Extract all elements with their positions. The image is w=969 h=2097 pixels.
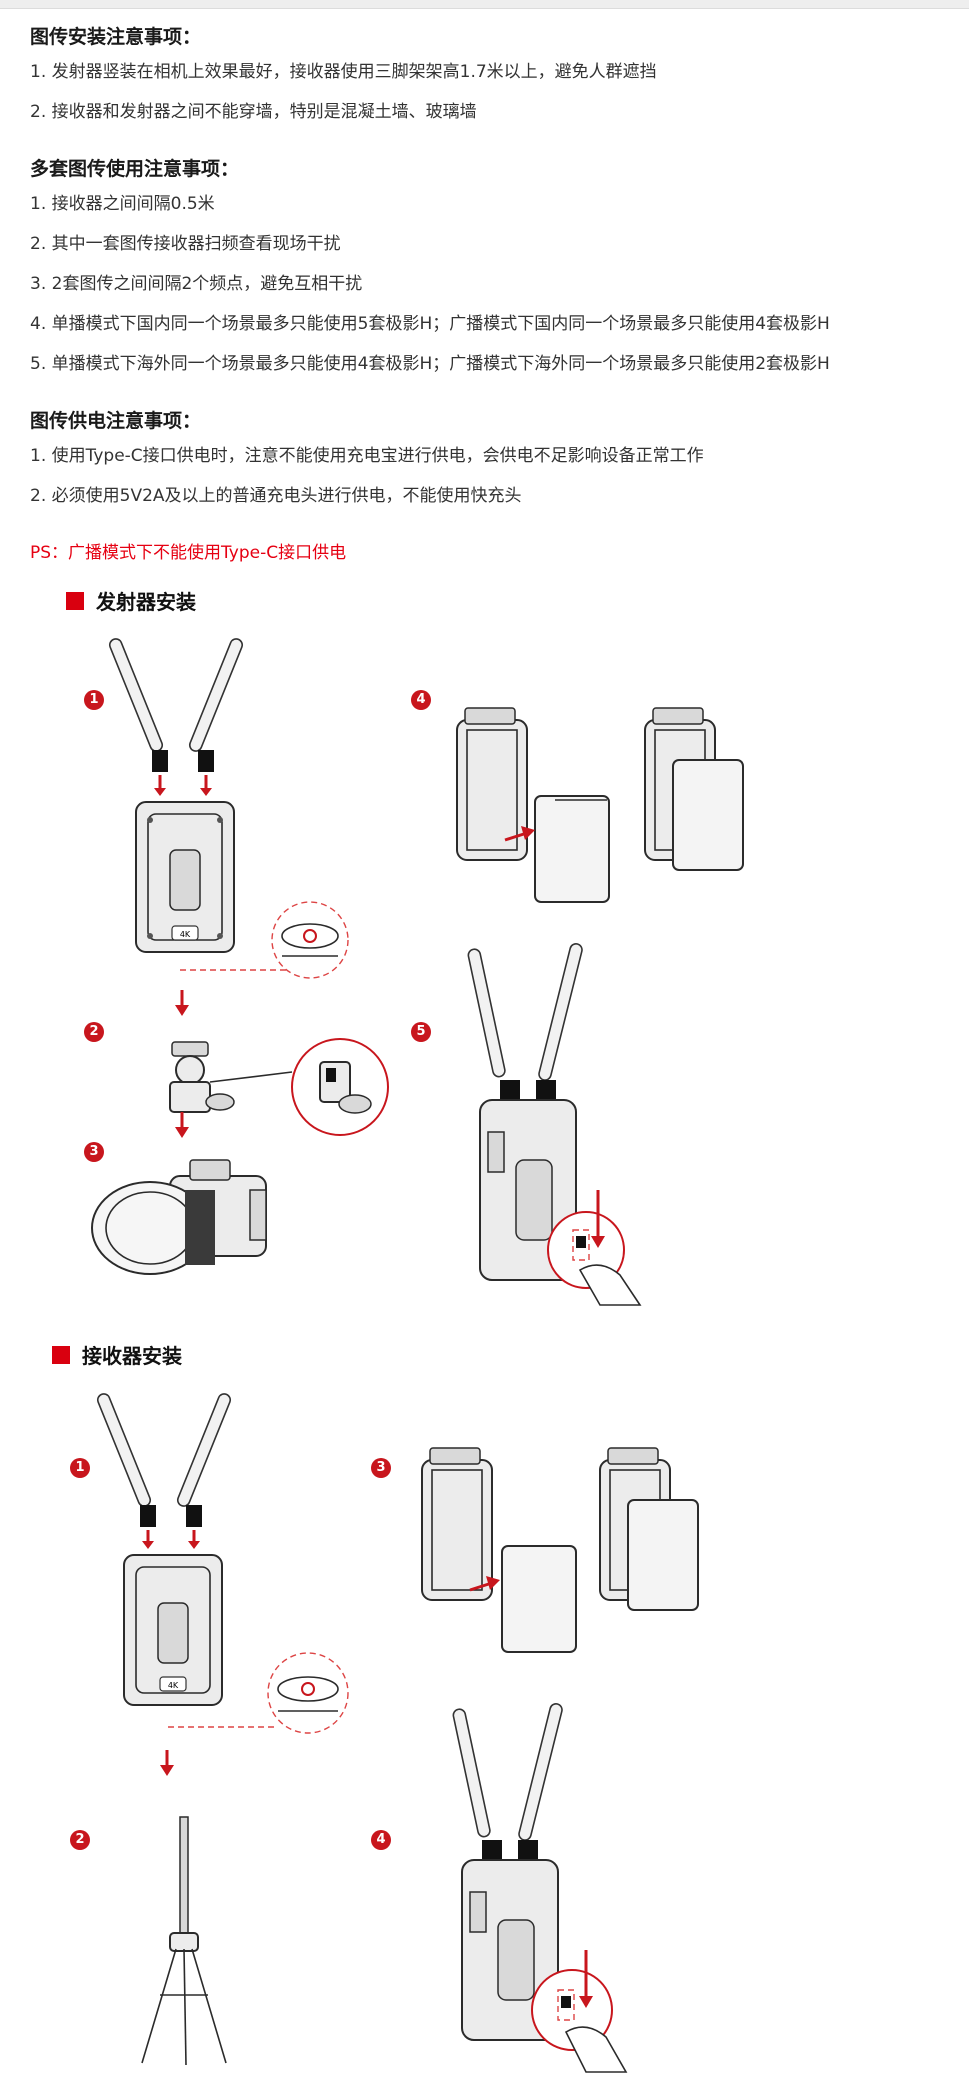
arrow-down-icon (175, 1112, 189, 1138)
note-item: 1. 发射器竖装在相机上效果最好，接收器使用三脚架架高1.7米以上，避免人群遮挡 (30, 62, 657, 82)
step-badge: 4 (411, 690, 431, 710)
note-item: 4. 单播模式下国内同一个场景最多只能使用5套极影H；广播模式下国内同一个场景最… (30, 314, 830, 334)
note-item: 1. 使用Type-C接口供电时，注意不能使用充电宝进行供电，会供电不足影响设备… (30, 446, 704, 466)
step-badge: 4 (371, 1830, 391, 1850)
tripod-illustration (141, 1816, 227, 2066)
notes-block: 图传安装注意事项： 1. 发射器竖装在相机上效果最好，接收器使用三脚架架高1.7… (30, 22, 950, 590)
note-item: 2. 其中一套图传接收器扫频查看现场干扰 (30, 234, 341, 254)
section-title-multi: 多套图传使用注意事项： (30, 158, 240, 180)
note-item: 2. 接收器和发射器之间不能穿墙，特别是混凝土墙、玻璃墙 (30, 102, 477, 122)
step-badge: 2 (84, 1022, 104, 1042)
power-switch-illustration (467, 943, 642, 1306)
power-switch-illustration (452, 1703, 628, 2073)
receiver-heading: 接收器安装 (52, 1340, 182, 1369)
receiver-device-illustration: 4K (96, 1393, 349, 1734)
ps-warning: PS：广播模式下不能使用Type-C接口供电 (30, 543, 347, 563)
step-badge: 1 (70, 1458, 90, 1478)
svg-text:4K: 4K (168, 1681, 179, 1690)
arrow-down-icon (175, 990, 189, 1016)
note-item: 1. 接收器之间间隔0.5米 (30, 194, 215, 214)
section-title-install: 图传安装注意事项： (30, 26, 202, 48)
step-badge: 3 (371, 1458, 391, 1478)
camera-illustration (91, 1159, 267, 1275)
step-badge: 2 (70, 1830, 90, 1850)
section-title-power: 图传供电注意事项： (30, 410, 202, 432)
transmitter-device-illustration: 4K (108, 638, 349, 979)
note-item: 2. 必须使用5V2A及以上的普通充电头进行供电，不能使用快充头 (30, 486, 522, 506)
step-badge: 3 (84, 1142, 104, 1162)
step-badge: 5 (411, 1022, 431, 1042)
arrow-down-icon (160, 1750, 174, 1776)
top-divider-bar (0, 0, 969, 9)
battery-install-illustration (456, 707, 744, 903)
note-item: 3. 2套图传之间间隔2个频点，避免互相干扰 (30, 274, 363, 294)
step-badge: 1 (84, 690, 104, 710)
transmitter-heading: 发射器安装 (66, 586, 196, 615)
svg-text:4K: 4K (180, 930, 191, 939)
red-square-icon (52, 1345, 70, 1364)
ball-head-illustration (169, 1038, 389, 1136)
battery-install-illustration (421, 1447, 699, 1653)
red-square-icon (66, 591, 84, 610)
note-item: 5. 单播模式下海外同一个场景最多只能使用4套极影H；广播模式下海外同一个场景最… (30, 354, 830, 374)
